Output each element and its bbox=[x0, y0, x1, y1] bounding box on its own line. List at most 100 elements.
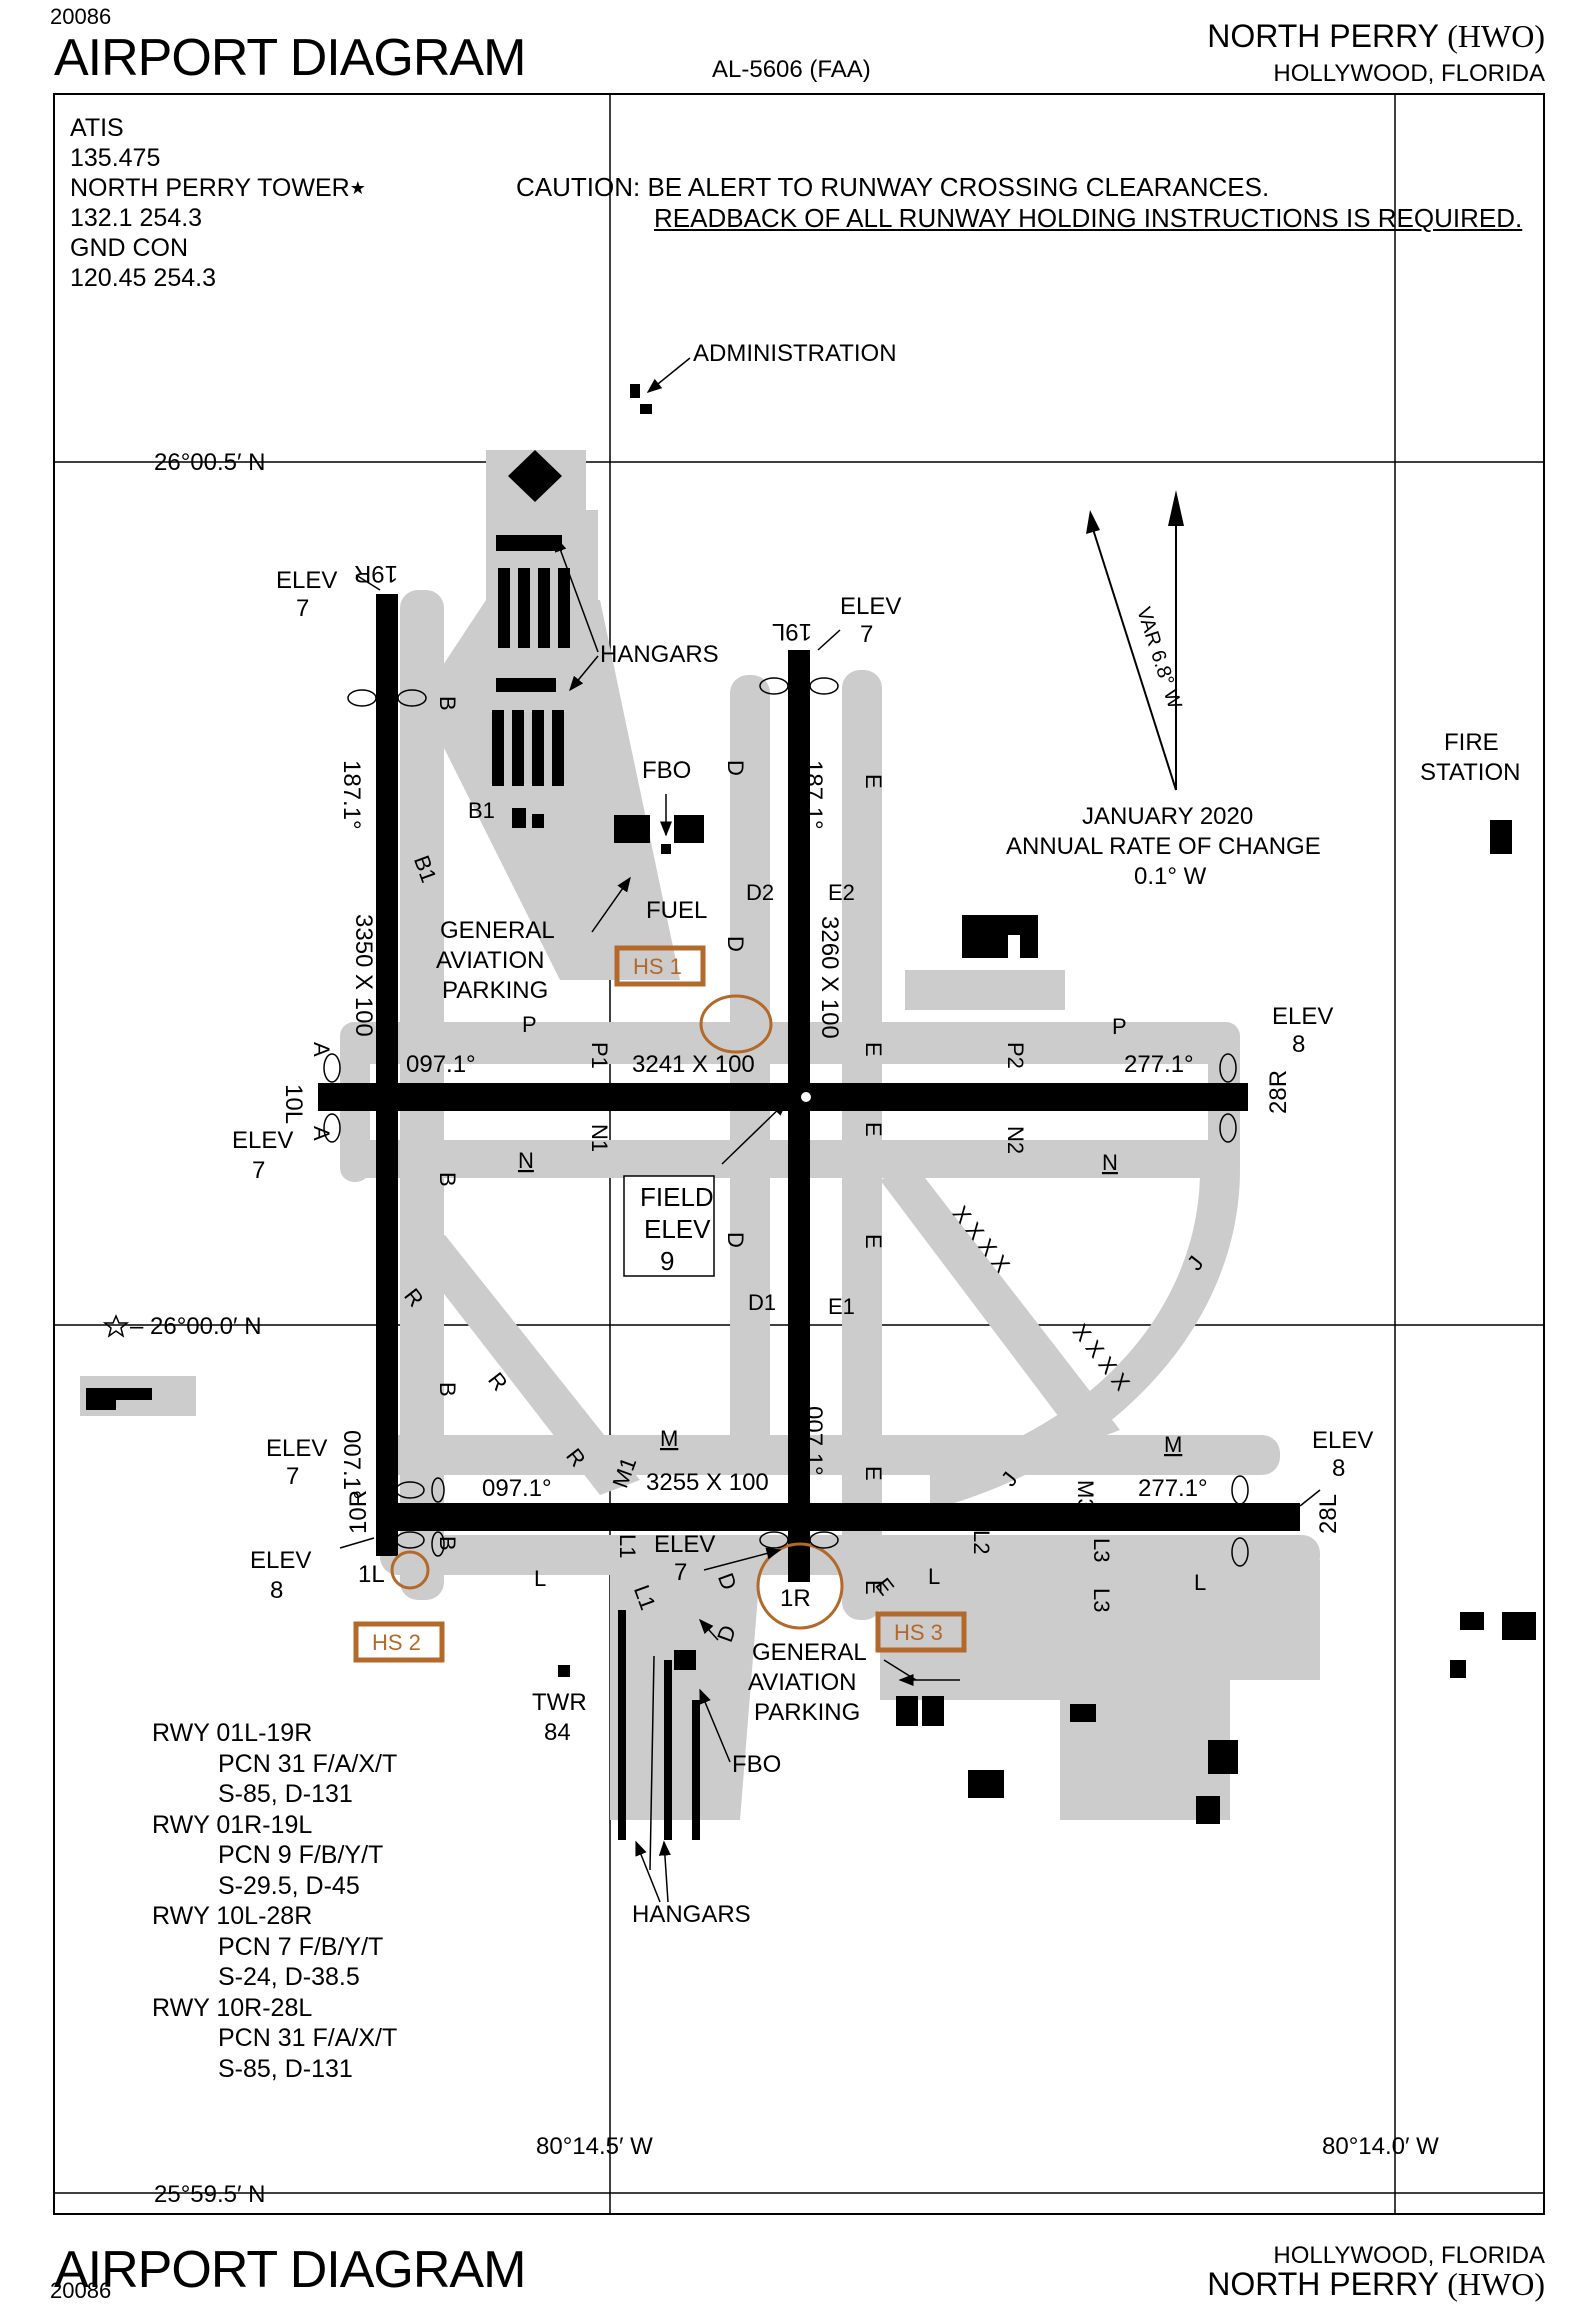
building bbox=[1502, 1612, 1536, 1640]
hot-spot-3-circle bbox=[756, 1542, 844, 1630]
longitude-right: 80°14.0′ W bbox=[1322, 2133, 1439, 2160]
elev-1l-value: 8 bbox=[270, 1577, 283, 1604]
magnetic-north-arrow-icon bbox=[1086, 510, 1100, 534]
ground-label: GND CON bbox=[70, 234, 189, 262]
twr-height: 84 bbox=[544, 1719, 571, 1746]
field-elevation-point bbox=[801, 1092, 811, 1102]
fire-station-building bbox=[1490, 820, 1512, 854]
hot-spots bbox=[353, 945, 967, 1663]
runway-28r-label: 28R bbox=[1265, 1070, 1292, 1114]
hot-spot-2-label: HS 2 bbox=[372, 1630, 421, 1655]
taxiway-r bbox=[410, 1235, 640, 1495]
taxiway-a-label: A bbox=[309, 1126, 334, 1141]
fire-station-line: FIRE bbox=[1444, 729, 1499, 756]
hangar bbox=[512, 710, 524, 786]
admin-leader bbox=[646, 357, 691, 393]
runway-1r-label: 1R bbox=[780, 1585, 811, 1612]
hangar bbox=[496, 678, 556, 692]
elev-1r-value: 7 bbox=[674, 1559, 687, 1586]
airport-identifier: (HWO) bbox=[1447, 18, 1545, 54]
hangar bbox=[492, 710, 504, 786]
administration-label: ADMINISTRATION bbox=[693, 340, 897, 367]
field-elev-line: ELEV bbox=[644, 1214, 711, 1244]
building bbox=[512, 808, 526, 828]
runway-info-pcn: PCN 31 F/A/X/T bbox=[218, 2024, 398, 2052]
elev-19r-value: 7 bbox=[296, 595, 309, 622]
tower-label: NORTH PERRY TOWER★ bbox=[70, 173, 366, 203]
taxiway-e-label: E bbox=[861, 774, 886, 789]
magnetic-north-line bbox=[1091, 525, 1177, 791]
hot-spot-1-label: HS 1 bbox=[633, 954, 682, 979]
hot-spot-2-box bbox=[353, 1621, 445, 1663]
taxiway-a-label: A bbox=[309, 1042, 334, 1057]
taxiway-j bbox=[930, 1170, 1240, 1510]
hangar bbox=[558, 568, 570, 648]
runway-labels: 19R ELEV 7 19L ELEV 7 10L ELEV 7 28R ELE… bbox=[232, 560, 1373, 1612]
hot-spot-3-box bbox=[875, 1611, 967, 1653]
hangar-row bbox=[618, 1610, 626, 1840]
building bbox=[1460, 1612, 1484, 1630]
elev-28l-leader bbox=[1299, 1489, 1321, 1507]
runway-10l-label: 10L bbox=[280, 1084, 307, 1124]
field-elev-line: FIELD bbox=[640, 1182, 714, 1212]
fbo-top-label: FBO bbox=[642, 757, 691, 784]
taxiway-e-label: E bbox=[861, 1466, 886, 1481]
west-building bbox=[86, 1388, 152, 1410]
airport-name-text: NORTH PERRY bbox=[1207, 18, 1439, 54]
runway-info-rwy: RWY 10L-28R bbox=[152, 1902, 313, 1930]
procedure-number: 20086 bbox=[50, 4, 112, 29]
magvar-rate-label: ANNUAL RATE OF CHANGE bbox=[1006, 833, 1321, 860]
elev-1r-leader bbox=[703, 1547, 782, 1571]
runway-1l-label: 1L bbox=[358, 1561, 385, 1588]
taxiway-n2-label: N2 bbox=[1003, 1126, 1028, 1154]
taxiway-b-label: B bbox=[435, 1382, 460, 1397]
runway-info-pcn: PCN 7 F/B/Y/T bbox=[218, 1932, 384, 1961]
elev-28l-label: ELEV bbox=[1312, 1427, 1373, 1454]
footer-airport-name: NORTH PERRY (HWO) bbox=[1207, 2266, 1545, 2303]
leader-lines bbox=[339, 357, 1321, 1903]
fbo-building bbox=[614, 815, 650, 843]
runway-01r-dimensions: 3260 X 100 bbox=[816, 916, 843, 1039]
runway-01l-dimensions: 3350 X 100 bbox=[350, 914, 377, 1037]
taxiway-l-label: L bbox=[1194, 1570, 1206, 1595]
caution-line-1: CAUTION: BE ALERT TO RUNWAY CROSSING CLE… bbox=[516, 172, 1270, 202]
hot-spot-1-circle bbox=[699, 994, 773, 1054]
atis-frequency: 135.475 bbox=[70, 144, 161, 172]
latitude-top: 26°00.5′ N bbox=[154, 449, 266, 476]
caution-note: CAUTION: BE ALERT TO RUNWAY CROSSING CLE… bbox=[516, 172, 1522, 234]
elev-1r-label: ELEV bbox=[654, 1531, 715, 1558]
rotating-beacon bbox=[508, 450, 562, 502]
runway-info-weights: S-85, D-131 bbox=[218, 1780, 353, 1808]
true-north-arrow-icon bbox=[1168, 490, 1184, 526]
runway-10r-dimensions: 3255 X 100 bbox=[646, 1469, 769, 1496]
hangars-top-label: HANGARS bbox=[600, 641, 719, 668]
heading-187-left: 187.1° bbox=[338, 760, 365, 830]
taxiway-p1-label: P1 bbox=[587, 1042, 612, 1069]
hangar-row bbox=[692, 1700, 700, 1840]
heading-097-bottom: 097.1° bbox=[482, 1475, 552, 1502]
elev-28l-value: 8 bbox=[1332, 1455, 1345, 1482]
ga-parking-bottom-line: AVIATION bbox=[748, 1669, 856, 1696]
buildings bbox=[86, 384, 1536, 1840]
airport-city: HOLLYWOOD, FLORIDA bbox=[1273, 60, 1545, 87]
taxiway-e-label: E bbox=[861, 1122, 886, 1137]
taxiway-d-label: D bbox=[723, 1232, 748, 1248]
taxiway-e-label: E bbox=[861, 1580, 886, 1595]
elev-19r-label: ELEV bbox=[276, 567, 337, 594]
field-elev-leader bbox=[721, 1100, 788, 1165]
runway-strength-table: RWY 01L-19R PCN 31 F/A/X/T S-85, D-131 R… bbox=[152, 1718, 397, 2084]
heading-187-right: 187.1° bbox=[800, 760, 827, 830]
elev-10l-value: 7 bbox=[252, 1157, 265, 1184]
ga-parking-bottom-line: PARKING bbox=[754, 1699, 860, 1726]
runway-info-rwy: RWY 10R-28L bbox=[152, 1993, 313, 2022]
hot-spot-3-label: HS 3 bbox=[894, 1620, 943, 1645]
field-elev-value: 9 bbox=[660, 1246, 674, 1276]
elev-19l-label: ELEV bbox=[840, 593, 901, 620]
elev-10l-label: ELEV bbox=[232, 1127, 293, 1154]
hangar bbox=[518, 568, 530, 648]
footer-city: HOLLYWOOD, FLORIDA bbox=[1273, 2242, 1545, 2269]
hangar-bottom-leader bbox=[658, 1840, 671, 1903]
taxiway-b1-label: B1 bbox=[468, 798, 495, 823]
twr-label: TWR bbox=[532, 1689, 587, 1716]
fbo-bottom-leader bbox=[699, 1688, 731, 1763]
